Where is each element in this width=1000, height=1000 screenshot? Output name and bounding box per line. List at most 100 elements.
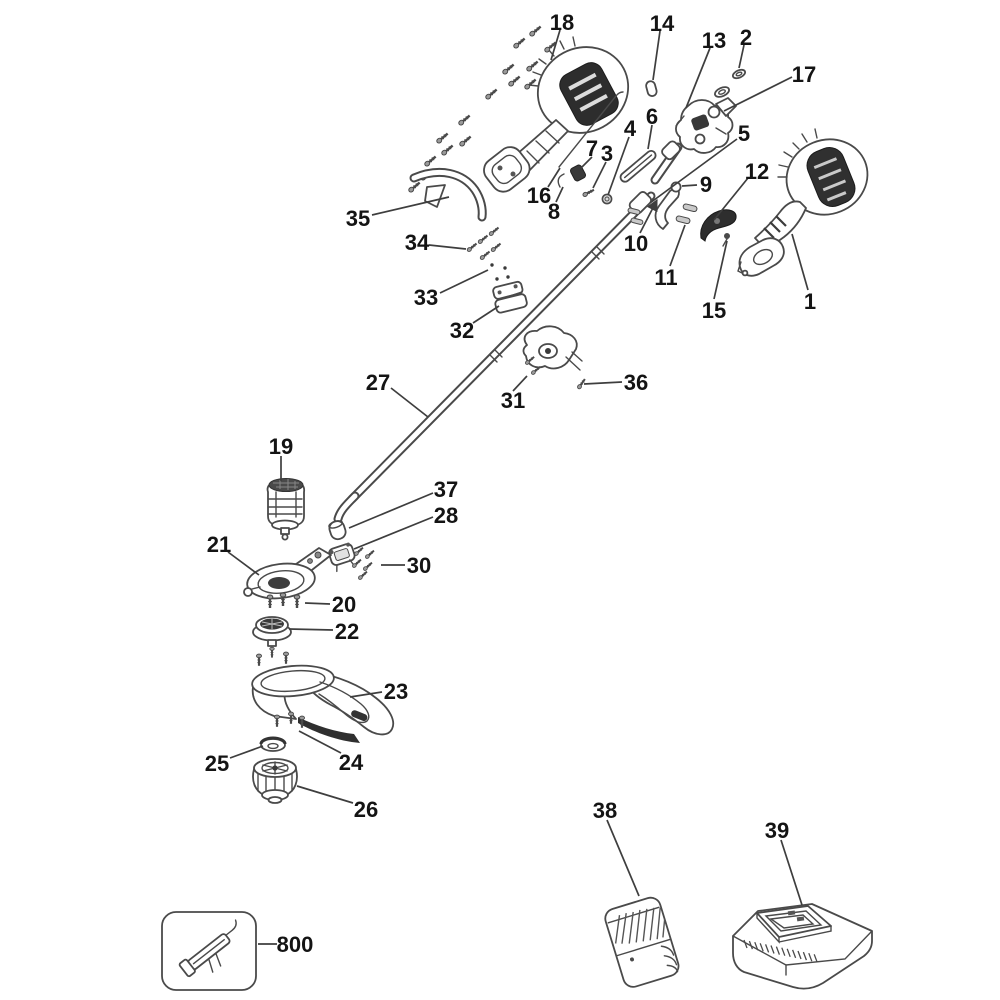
leader-line-12 bbox=[713, 177, 749, 221]
leader-line-18 bbox=[550, 29, 561, 61]
leader-line-8 bbox=[555, 186, 564, 203]
part-1-rear-housing bbox=[737, 128, 869, 277]
part-label-10: 10 bbox=[624, 231, 648, 256]
part-32-clamp bbox=[492, 280, 528, 314]
trigger-cutout bbox=[752, 248, 774, 266]
leader-line-4 bbox=[607, 136, 630, 196]
leader-line-24 bbox=[298, 730, 342, 754]
leader-line-15 bbox=[713, 240, 728, 300]
part-upper-housing bbox=[483, 36, 630, 193]
leader-line-37 bbox=[348, 492, 434, 529]
leader-line-11 bbox=[669, 224, 686, 267]
part-15-screw bbox=[722, 233, 730, 247]
part-37-sleeve bbox=[328, 520, 347, 541]
part-label-7: 7 bbox=[586, 136, 598, 161]
part-label-1: 1 bbox=[804, 289, 816, 314]
leader-line-6 bbox=[647, 124, 653, 150]
part-label-16: 16 bbox=[527, 183, 551, 208]
leader-line-5 bbox=[649, 138, 738, 204]
part-25-washer bbox=[259, 736, 287, 752]
grease-tool-icon bbox=[178, 919, 237, 978]
part-label-13: 13 bbox=[702, 28, 726, 53]
part-8-clip bbox=[557, 173, 565, 188]
leader-line-21 bbox=[227, 551, 260, 576]
part-30-screws bbox=[350, 545, 377, 582]
part-23-guard bbox=[251, 664, 395, 743]
shaft-joint-marks bbox=[489, 246, 605, 363]
part-label-25: 25 bbox=[205, 751, 229, 776]
leader-line-38 bbox=[606, 819, 640, 897]
leader-line-33 bbox=[439, 269, 489, 294]
part-38-battery bbox=[604, 896, 680, 988]
part-35-handle bbox=[409, 167, 487, 222]
part-label-26: 26 bbox=[354, 797, 378, 822]
part-label-39: 39 bbox=[765, 818, 789, 843]
leader-line-34 bbox=[428, 244, 467, 250]
part-33-nuts bbox=[490, 263, 510, 281]
part-label-37: 37 bbox=[434, 477, 458, 502]
part-label-6: 6 bbox=[646, 104, 658, 129]
part-label-33: 33 bbox=[414, 285, 438, 310]
leader-line-23 bbox=[349, 691, 383, 698]
part-label-34: 34 bbox=[405, 230, 430, 255]
part-12-lever bbox=[700, 209, 737, 242]
leader-line-36 bbox=[583, 381, 623, 385]
part-11-pins bbox=[627, 203, 698, 225]
part-label-22: 22 bbox=[335, 619, 359, 644]
part-label-38: 38 bbox=[593, 798, 617, 823]
part-13-gearbox bbox=[661, 97, 737, 161]
part-label-24: 24 bbox=[339, 750, 364, 775]
leader-line-3 bbox=[592, 161, 607, 189]
part-label-800: 800 bbox=[277, 932, 314, 957]
leader-line-13 bbox=[685, 47, 711, 109]
part-label-18: 18 bbox=[550, 10, 574, 35]
part-31-mount bbox=[522, 325, 583, 377]
part-label-17: 17 bbox=[792, 62, 816, 87]
leader-line-14 bbox=[652, 30, 661, 81]
leader-line-27 bbox=[390, 387, 429, 418]
part-2-washers bbox=[714, 68, 747, 98]
leader-line-22 bbox=[288, 628, 334, 631]
part-39-charger bbox=[732, 903, 873, 990]
rear-housing-vent bbox=[806, 147, 856, 207]
leader-line-26 bbox=[296, 785, 354, 804]
part-label-9: 9 bbox=[700, 172, 712, 197]
charger-vents bbox=[743, 939, 818, 963]
leader-line-2 bbox=[738, 44, 745, 69]
part-28-clamp bbox=[328, 542, 356, 573]
housing-fins bbox=[528, 36, 576, 87]
part-label-12: 12 bbox=[745, 159, 769, 184]
part-3-screw bbox=[581, 186, 596, 199]
part-label-28: 28 bbox=[434, 503, 458, 528]
part-shaft-tube bbox=[333, 142, 683, 524]
part-label-14: 14 bbox=[650, 11, 675, 36]
leader-line-7 bbox=[580, 156, 593, 169]
leader-line-28 bbox=[353, 516, 434, 550]
leader-line-35 bbox=[371, 196, 450, 216]
part-label-27: 27 bbox=[366, 370, 390, 395]
part-label-36: 36 bbox=[624, 370, 648, 395]
part-label-35: 35 bbox=[346, 206, 370, 231]
part-26-spool bbox=[252, 758, 298, 804]
part-22-spool-hub bbox=[252, 616, 292, 659]
part-label-15: 15 bbox=[702, 298, 726, 323]
part-14-pin bbox=[645, 80, 658, 97]
part-label-3: 3 bbox=[601, 141, 613, 166]
leader-line-32 bbox=[472, 305, 500, 324]
leader-line-25 bbox=[229, 745, 264, 759]
part-34-screws bbox=[465, 225, 503, 262]
part-7-block bbox=[569, 164, 587, 182]
part-18-screw-set bbox=[406, 23, 559, 195]
leader-line-9 bbox=[681, 184, 698, 187]
part-label-21: 21 bbox=[207, 532, 231, 557]
part-label-19: 19 bbox=[269, 434, 293, 459]
part-19-motor bbox=[266, 478, 306, 541]
leader-line-39 bbox=[780, 839, 803, 906]
part-20-screws bbox=[266, 591, 301, 610]
part-label-30: 30 bbox=[407, 553, 431, 578]
housing-vent-grill bbox=[559, 62, 619, 126]
rear-housing-fins bbox=[777, 128, 818, 178]
part-label-4: 4 bbox=[624, 116, 637, 141]
